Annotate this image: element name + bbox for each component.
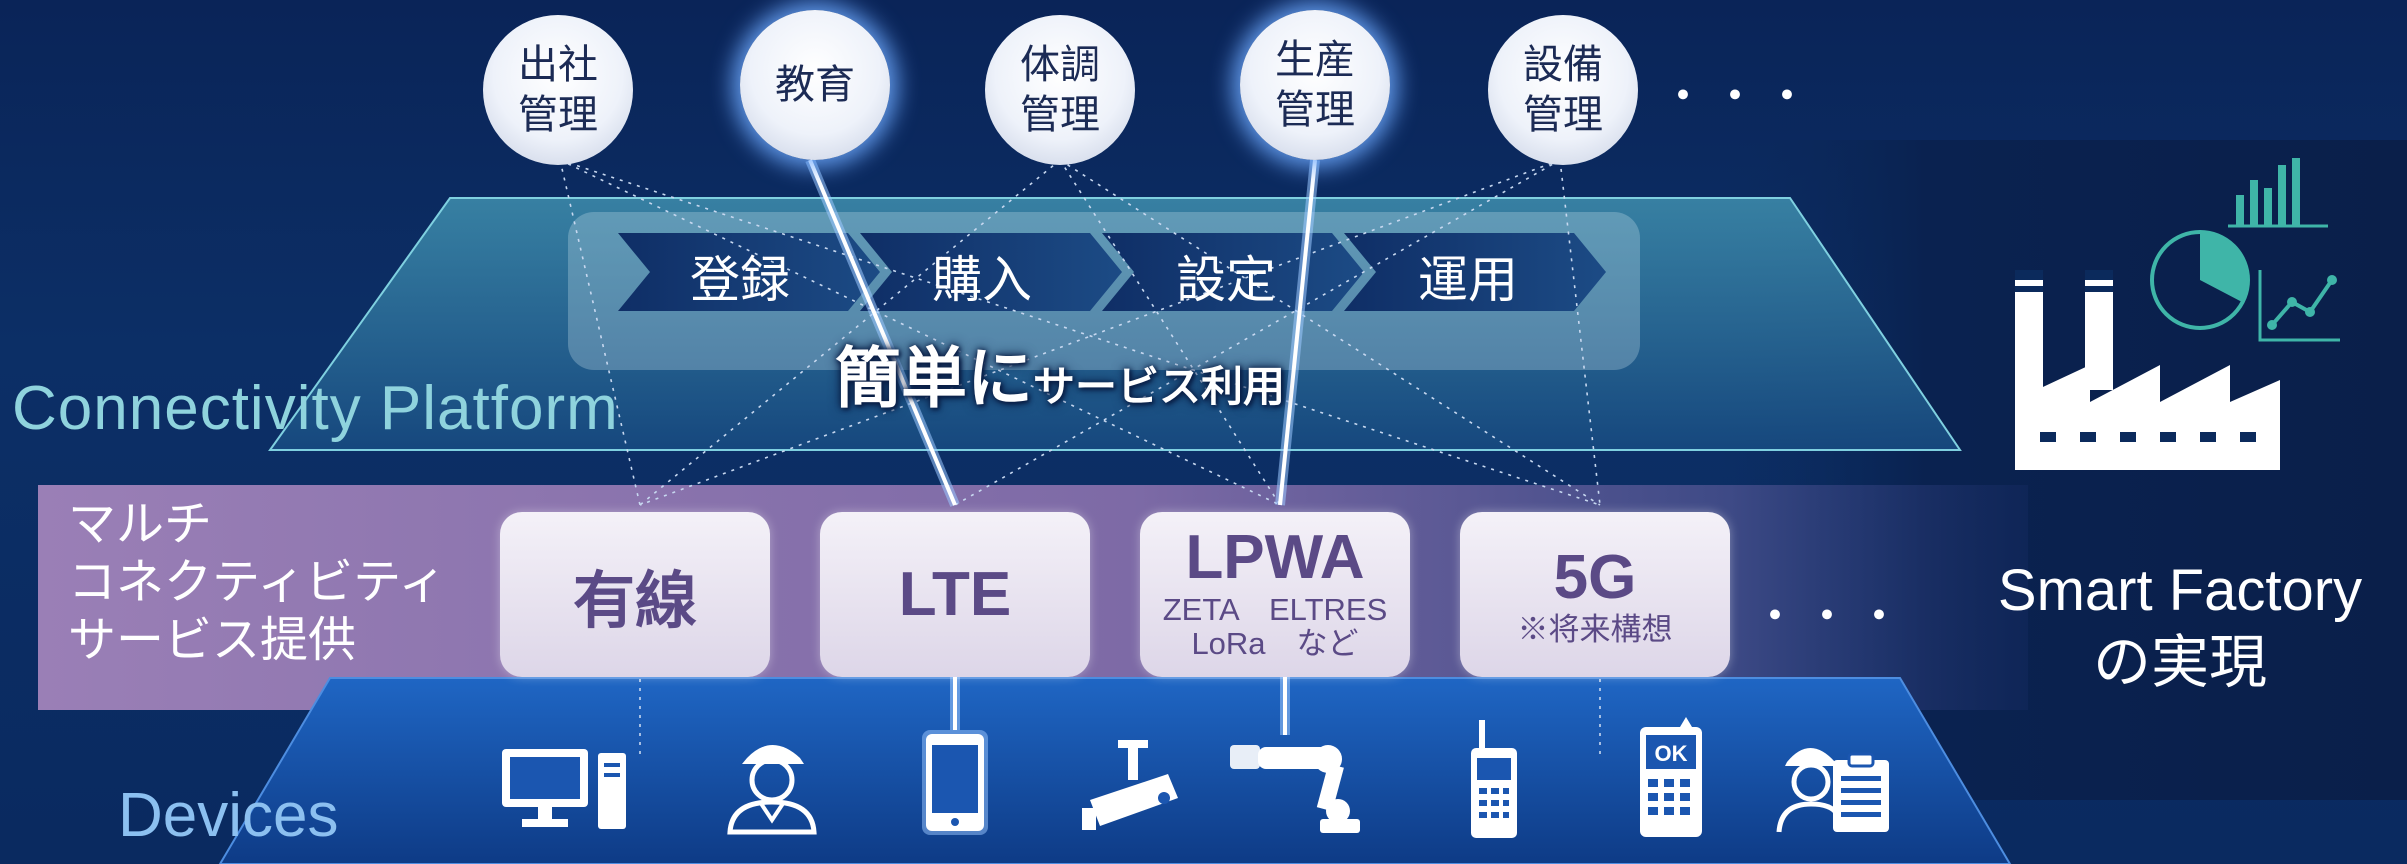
- pie-chart-icon: [2150, 230, 2250, 330]
- card-subtitle: ZETA ELTRES LoRa など: [1162, 592, 1388, 661]
- step-chevron-purchase: [860, 233, 1122, 311]
- ok-terminal-icon: OK: [1640, 717, 1702, 837]
- app-circle-education: 教育: [740, 10, 890, 160]
- card-title: 有線: [572, 566, 697, 636]
- connectivity-label: マルチ コネクティビティ サービス提供: [68, 496, 447, 668]
- card-lte: LTE: [820, 512, 1090, 677]
- highlight-beams: [805, 158, 1320, 735]
- app-circle-attendance: 出社 管理: [483, 15, 633, 165]
- app-circle-equipment: 設備 管理: [1488, 15, 1638, 165]
- card-title: 5G: [1553, 543, 1637, 612]
- apps-more-ellipsis: ・・・: [1660, 69, 1816, 123]
- step-chevron-register: [618, 233, 880, 311]
- bar-chart-icon: [2228, 158, 2328, 228]
- surveillance-camera-icon: [1082, 740, 1178, 830]
- step-register-label: 登録: [690, 251, 790, 309]
- app-label: 出社 管理: [518, 42, 598, 138]
- factory-building-icon: [2015, 270, 2280, 470]
- smartphone-icon: [922, 730, 988, 835]
- worker-icon: [727, 745, 817, 835]
- walkie-talkie-icon: [1471, 720, 1517, 838]
- line-chart-icon: [2258, 270, 2340, 342]
- tagline-main: 簡単に: [835, 340, 1033, 417]
- platform-tagline: 簡単にサービス利用: [835, 325, 1285, 421]
- card-title: LPWA: [1185, 523, 1365, 592]
- step-chevron-operate: [1344, 233, 1606, 311]
- factory-icon: [2015, 158, 2340, 470]
- svg-text:OK: OK: [1655, 741, 1688, 766]
- inspector-clipboard-icon: [1776, 748, 1889, 833]
- card-5g: 5G ※将来構想: [1460, 512, 1730, 677]
- card-subtitle: ※将来構想: [1517, 612, 1673, 647]
- devices-label: Devices: [118, 781, 339, 850]
- platform-label: Connectivity Platform: [12, 374, 619, 443]
- desktop-pc-icon: [502, 749, 626, 829]
- step-setup-label: 設定: [1176, 251, 1276, 309]
- tagline-sub: サービス利用: [1033, 362, 1286, 411]
- app-label: 教育: [775, 62, 855, 108]
- connectivity-more-ellipsis: ・・・: [1752, 589, 1908, 643]
- devices-layer: [218, 677, 2012, 864]
- app-label: 体調 管理: [1020, 42, 1100, 138]
- app-circle-production: 生産 管理: [1240, 10, 1390, 160]
- card-wired: 有線: [500, 512, 770, 677]
- robot-arm-icon: [1230, 745, 1360, 833]
- smart-factory-label: Smart Factory の実現: [1997, 558, 2363, 695]
- app-label: 生産 管理: [1275, 37, 1355, 133]
- dotted-connectors: [559, 159, 1601, 760]
- step-purchase-label: 購入: [932, 251, 1032, 309]
- step-operate-label: 運用: [1418, 251, 1518, 309]
- card-lpwa: LPWA ZETA ELTRES LoRa など: [1140, 512, 1410, 677]
- card-title: LTE: [898, 560, 1012, 629]
- app-circle-health: 体調 管理: [985, 15, 1135, 165]
- app-label: 設備 管理: [1523, 42, 1603, 138]
